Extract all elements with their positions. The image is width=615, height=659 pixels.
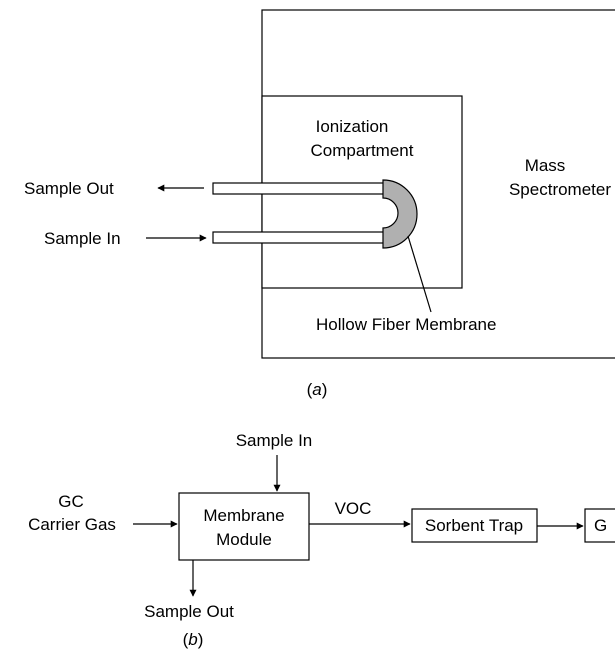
sorbent-trap-box bbox=[411, 508, 538, 543]
sample-in-label-b: Sample In bbox=[236, 431, 313, 450]
ionization-label-line2: Compartment bbox=[311, 141, 414, 160]
sorbent-trap-label: Sorbent Trap bbox=[425, 516, 523, 535]
gc-label-line2: Carrier Gas bbox=[28, 515, 116, 534]
sample-in-tube bbox=[212, 231, 386, 244]
part-a: Ionization Compartment Mass Spectrometer… bbox=[24, 9, 615, 399]
part-b: Sample In GC Carrier Gas Membrane Module… bbox=[28, 431, 615, 649]
sample-out-label-a: Sample Out bbox=[24, 179, 114, 198]
mass-spectrometer-label-line2: Spectrometer bbox=[509, 180, 611, 199]
sample-out-tube bbox=[212, 182, 386, 195]
sample-out-label-b: Sample Out bbox=[144, 602, 234, 621]
gc-box-label: G bbox=[594, 516, 607, 535]
membrane-leader-line bbox=[407, 235, 432, 313]
membrane-module-label-line2: Module bbox=[216, 530, 272, 549]
caption-a: (a) bbox=[307, 380, 328, 399]
caption-b: (b) bbox=[183, 630, 204, 649]
gc-label-line1: GC bbox=[58, 492, 84, 511]
membrane-module-box bbox=[178, 492, 310, 561]
mass-spectrometer-label-line1: Mass bbox=[525, 156, 566, 175]
voc-label: VOC bbox=[335, 499, 372, 518]
hollow-fiber-membrane-shape bbox=[382, 179, 418, 249]
gc-box bbox=[584, 508, 615, 543]
membrane-module-label-line1: Membrane bbox=[203, 506, 284, 525]
sample-in-label-a: Sample In bbox=[44, 229, 121, 248]
hollow-fiber-membrane-label: Hollow Fiber Membrane bbox=[316, 315, 496, 334]
ionization-label-line1: Ionization bbox=[316, 117, 389, 136]
